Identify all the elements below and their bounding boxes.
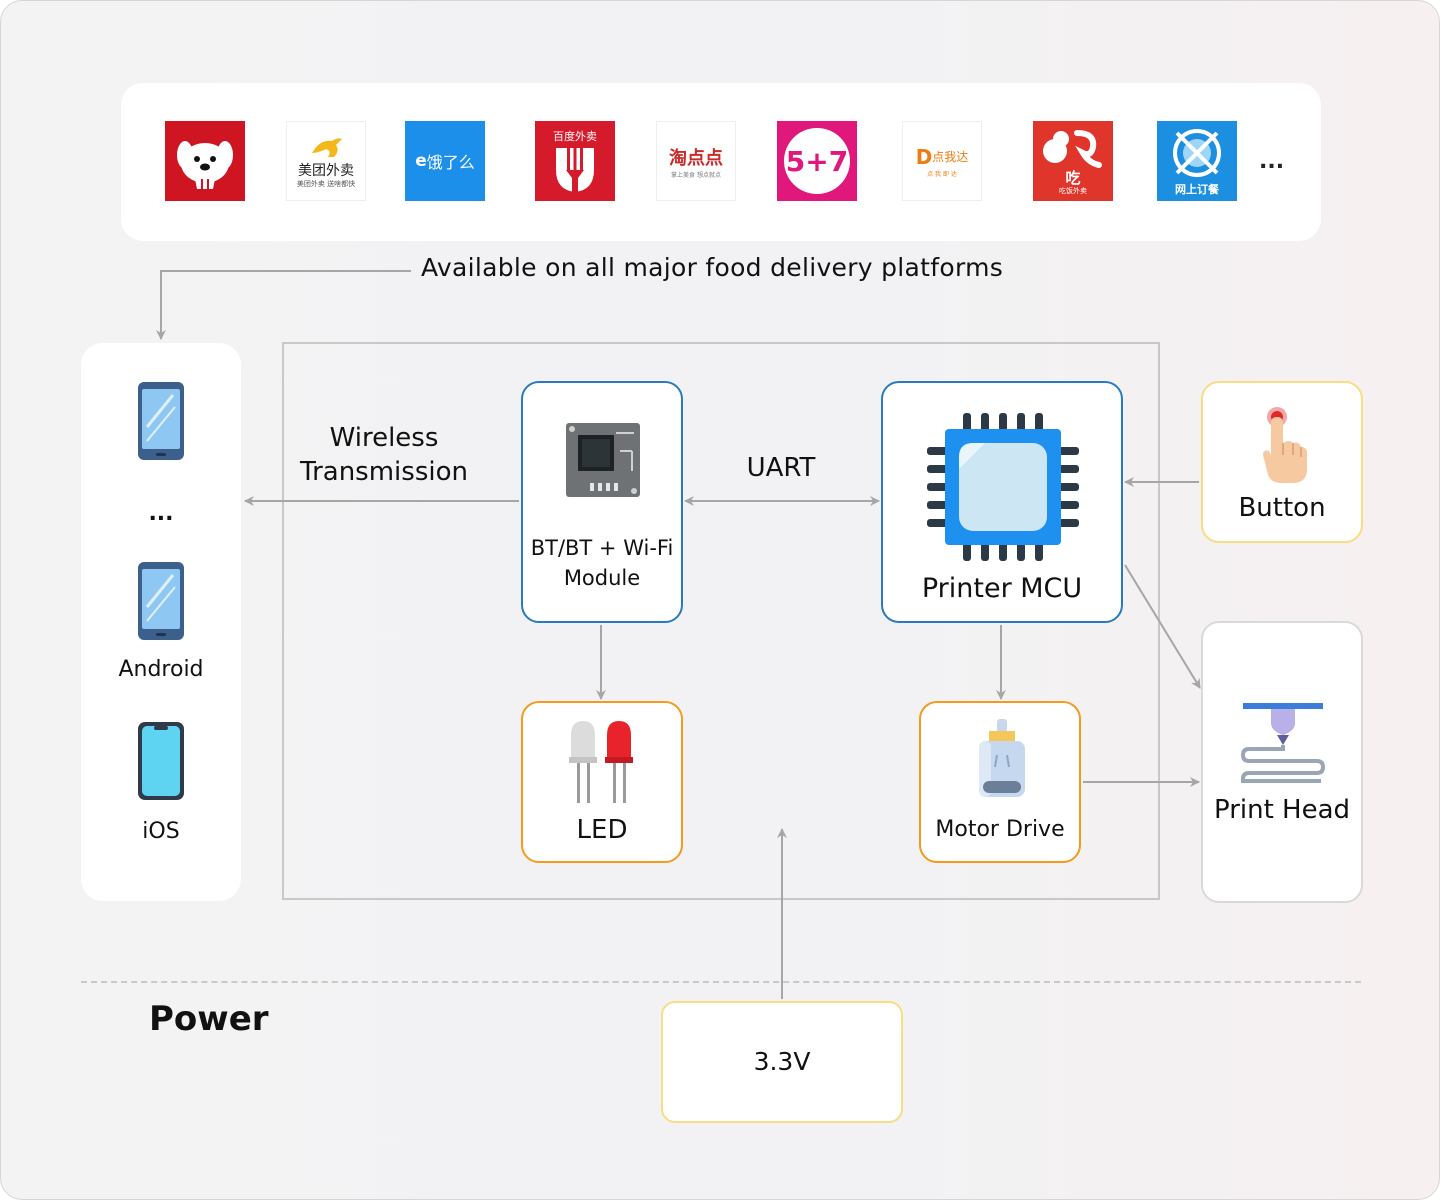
printer-mcu-node: Printer MCU (881, 381, 1123, 623)
jd-daojia-logo (165, 121, 245, 201)
fork-bowl-icon (556, 148, 594, 192)
five-plus-seven-text: 5+7 (785, 144, 849, 178)
printer-mcu-label: Printer MCU (921, 573, 1083, 604)
wireless-label-line1: Wireless (329, 423, 439, 453)
cpu-chip-icon (927, 413, 1079, 561)
baidu-text: 百度外卖 (553, 130, 597, 143)
ios-phone-icon (138, 722, 184, 800)
finger-press-icon (1263, 407, 1307, 483)
chifan-logo: 吃 吃饭外卖 (1033, 121, 1113, 201)
android-label: Android (118, 657, 204, 682)
platforms-caption: Available on all major food delivery pla… (421, 253, 1004, 282)
arrow-platforms-to-devices (156, 270, 411, 340)
online-order-text: 网上订餐 (1175, 183, 1219, 196)
print-head-icon (1241, 703, 1325, 783)
dianwoda-logo: D 点我达 点 我 即 达 (902, 121, 982, 201)
devices-ellipsis: ... (148, 501, 174, 526)
baidu-waimai-logo: 百度外卖 (535, 121, 615, 201)
plate-cutlery-icon (1173, 129, 1221, 177)
taodiandian-logo: 淘点点 掌上美食 想点就点 (656, 121, 736, 201)
power-source-node: 3.3V (661, 1001, 903, 1123)
kangaroo-icon (312, 138, 342, 157)
taodiandian-text: 淘点点 (669, 147, 723, 169)
more-platforms-ellipsis: ... (1259, 149, 1285, 174)
button-node[interactable]: Button (1201, 381, 1363, 543)
motor-drive-label: Motor Drive (935, 817, 1065, 842)
print-head-node: Print Head (1201, 621, 1363, 903)
ios-label: iOS (142, 819, 180, 844)
motor-icon (979, 719, 1025, 797)
power-divider (81, 981, 1361, 983)
dianwoda-text: 点我达 (932, 150, 969, 164)
dianwoda-d-icon: D (915, 144, 933, 169)
led-node: LED (521, 701, 683, 863)
eleme-text: 饿了么 (426, 153, 475, 172)
eleme-e-icon: e (415, 151, 427, 171)
chifan-subtext: 吃饭外卖 (1059, 186, 1087, 195)
led-bulbs-icon (569, 721, 633, 803)
bt-module-label: BT/BT + Wi-Fi Module (523, 533, 681, 593)
five-plus-seven-logo: 5+7 (777, 121, 857, 201)
bt-module-label-line2: Module (563, 566, 641, 590)
arrow-mcu-to-print-head (1124, 564, 1201, 689)
five-plus-seven-circle: 5+7 (784, 128, 850, 194)
chifan-text: 吃 (1065, 168, 1081, 187)
wireless-label-line2: Transmission (300, 457, 468, 487)
chip-module-icon (566, 423, 640, 497)
dianwoda-subtext: 点 我 即 达 (927, 170, 957, 178)
chef-icon (1043, 129, 1102, 168)
button-label: Button (1238, 493, 1326, 523)
meituan-waimai-logo: 美团外卖 美团外卖 送啥都快 (286, 121, 366, 201)
wireless-transmission-label: Wireless Transmission (291, 421, 477, 489)
android-phone-icon (138, 562, 184, 640)
taodiandian-subtext: 掌上美食 想点就点 (671, 171, 721, 179)
meituan-subtext: 美团外卖 送啥都快 (296, 180, 356, 188)
meituan-text: 美团外卖 (298, 163, 354, 179)
motor-drive-node: Motor Drive (919, 701, 1081, 863)
dog-icon (177, 141, 233, 189)
power-source-label: 3.3V (753, 1047, 811, 1076)
power-section-title: Power (149, 999, 269, 1039)
uart-label: UART (746, 453, 816, 483)
online-order-logo: 网上订餐 (1157, 121, 1237, 201)
phone-icon-generic (138, 382, 184, 460)
led-label: LED (576, 815, 628, 845)
bt-module-label-line1: BT/BT + Wi-Fi (530, 536, 674, 560)
print-head-label: Print Head (1213, 795, 1351, 825)
bt-module-node: BT/BT + Wi-Fi Module (521, 381, 683, 623)
